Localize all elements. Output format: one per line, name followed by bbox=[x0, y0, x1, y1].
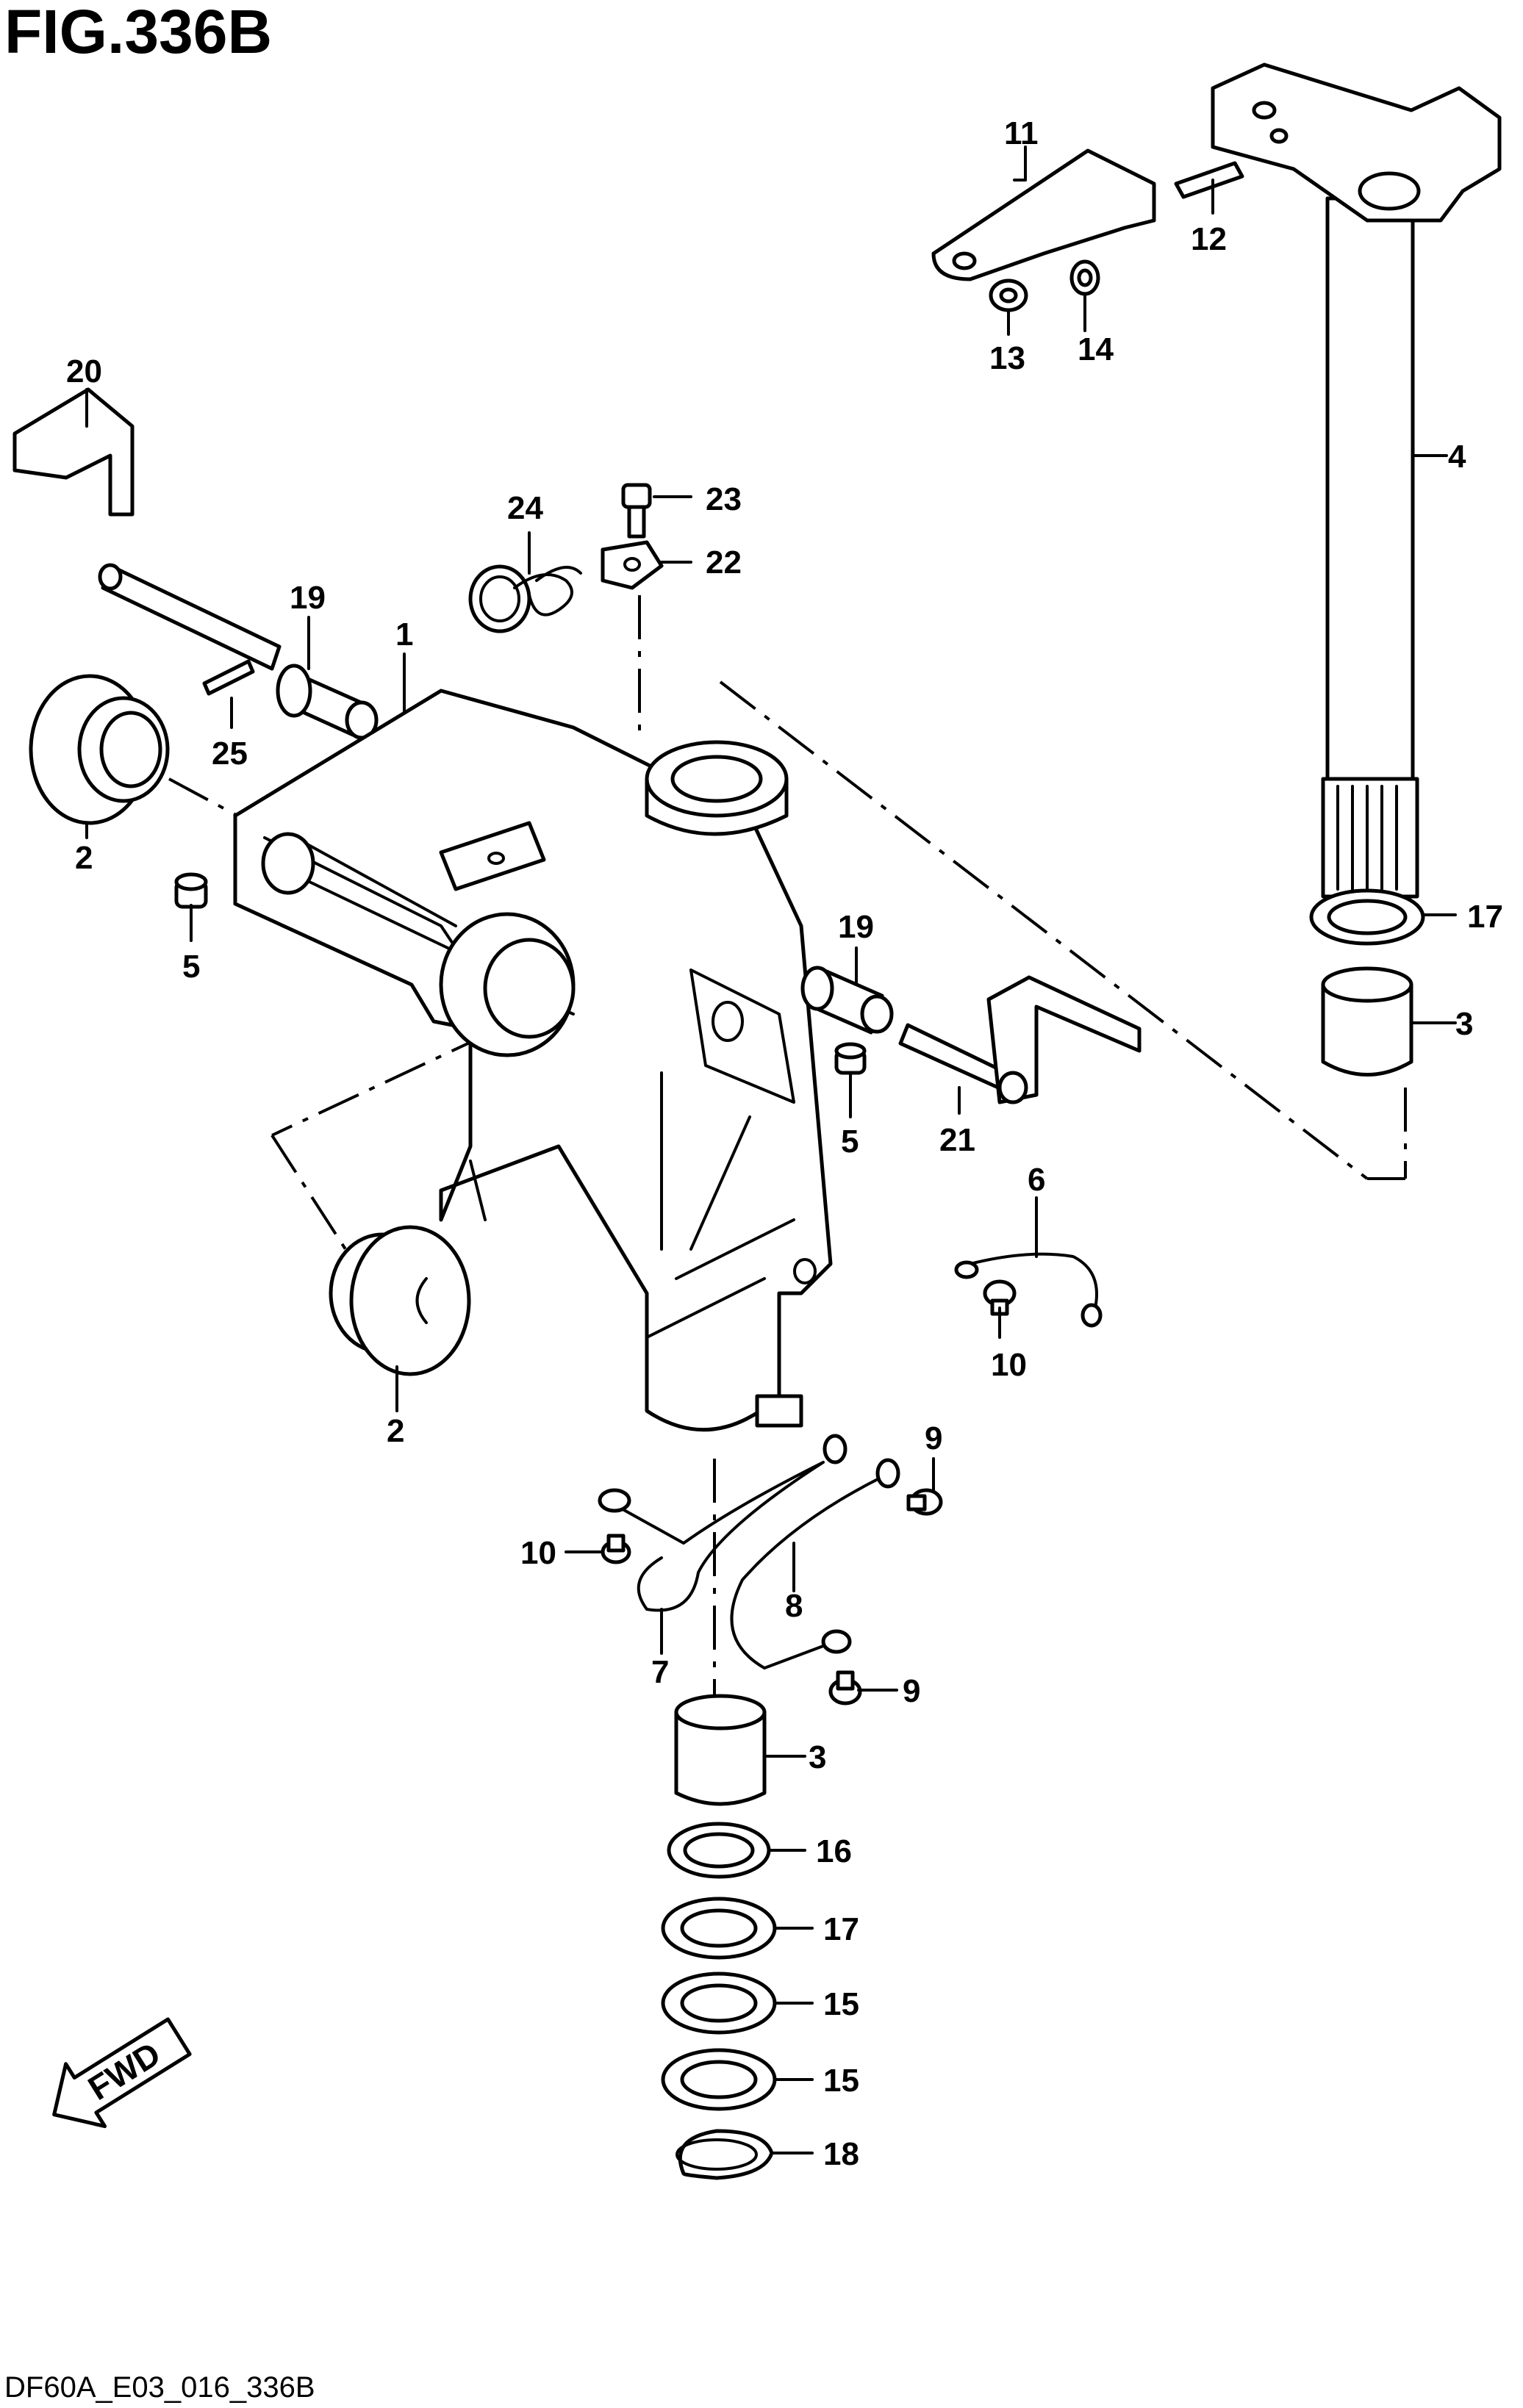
callout-10-right: 10 bbox=[991, 1347, 1027, 1383]
callout-5-right: 5 bbox=[841, 1124, 859, 1160]
callout-8: 8 bbox=[785, 1588, 803, 1624]
part-19-bushing-left bbox=[276, 664, 379, 740]
part-2-cap-lower bbox=[329, 1225, 471, 1376]
callout-6: 6 bbox=[1028, 1162, 1045, 1198]
callout-24: 24 bbox=[507, 490, 543, 526]
leader-lines bbox=[85, 145, 1457, 2154]
callouts: 1 2 2 3 3 4 5 5 6 7 8 9 9 10 10 11 12 13… bbox=[66, 115, 1503, 2172]
callout-9-lower: 9 bbox=[903, 1673, 920, 1709]
part-9-bolt-lower bbox=[828, 1670, 862, 1706]
callout-21: 21 bbox=[939, 1122, 975, 1158]
part-1-swivel-bracket bbox=[233, 689, 833, 1432]
callout-2-lower: 2 bbox=[387, 1413, 404, 1449]
callout-12: 12 bbox=[1191, 221, 1227, 257]
callout-22: 22 bbox=[706, 545, 742, 581]
part-10-bolt-lower bbox=[601, 1534, 631, 1564]
callout-3-lower: 3 bbox=[809, 1739, 826, 1775]
callout-1: 1 bbox=[395, 617, 413, 653]
callout-11: 11 bbox=[1004, 115, 1039, 151]
part-25-pin bbox=[202, 659, 255, 696]
callout-15-upper: 15 bbox=[823, 1986, 859, 2022]
part-11-plate bbox=[931, 148, 1156, 281]
callout-17-upper: 17 bbox=[1467, 899, 1503, 935]
part-24-spring bbox=[468, 564, 582, 633]
callout-3-upper: 3 bbox=[1455, 1006, 1473, 1042]
callout-18: 18 bbox=[823, 2136, 859, 2172]
part-13-nut bbox=[989, 278, 1028, 312]
part-14-washer bbox=[1069, 259, 1100, 296]
callout-7: 7 bbox=[651, 1654, 669, 1690]
callout-2-upper: 2 bbox=[75, 840, 93, 876]
part-7-wire bbox=[598, 1434, 847, 1612]
callout-16: 16 bbox=[816, 1833, 852, 1869]
callout-14: 14 bbox=[1078, 331, 1114, 367]
callout-19-right: 19 bbox=[838, 909, 874, 945]
part-3-bushing-lower bbox=[674, 1694, 767, 1806]
callout-9-upper: 9 bbox=[925, 1420, 942, 1456]
part-12-stud bbox=[1174, 161, 1244, 199]
part-15-washer-upper bbox=[661, 1972, 777, 2035]
callout-10-left: 10 bbox=[520, 1535, 556, 1571]
part-18-snap-ring bbox=[676, 2129, 774, 2180]
part-17-washer-top bbox=[1309, 888, 1425, 946]
part-16-washer bbox=[667, 1822, 771, 1879]
part-22-clip bbox=[601, 540, 664, 590]
callout-23: 23 bbox=[706, 481, 742, 517]
callout-25: 25 bbox=[212, 736, 248, 772]
callout-17-lower: 17 bbox=[823, 1911, 859, 1947]
part-9-bolt-upper bbox=[906, 1488, 943, 1516]
part-6-wire bbox=[954, 1252, 1103, 1328]
part-21-lever bbox=[898, 975, 1142, 1104]
part-20-lever bbox=[12, 387, 282, 671]
callout-13: 13 bbox=[989, 340, 1025, 376]
part-5-nipple-right bbox=[834, 1042, 867, 1075]
part-17-washer-lower bbox=[661, 1897, 777, 1960]
part-5-nipple-left bbox=[174, 872, 208, 909]
callout-5-left: 5 bbox=[182, 949, 200, 985]
part-4-steering-shaft bbox=[1211, 62, 1502, 899]
part-8-wire bbox=[730, 1458, 900, 1670]
callout-19-left: 19 bbox=[290, 580, 326, 616]
figure-code: DF60A_E03_016_336B bbox=[4, 2371, 315, 2404]
part-19-bushing-right bbox=[800, 966, 894, 1035]
fwd-arrow-icon: FWD bbox=[52, 2017, 192, 2129]
part-2-cap-upper bbox=[29, 674, 170, 825]
callout-15-lower: 15 bbox=[823, 2063, 859, 2099]
callout-20: 20 bbox=[66, 353, 102, 389]
part-23-bolt bbox=[621, 483, 652, 539]
part-3-bushing-top bbox=[1321, 966, 1413, 1077]
part-15-washer-lower bbox=[661, 2048, 777, 2111]
figure-title: FIG.336B bbox=[4, 0, 272, 66]
callout-4: 4 bbox=[1448, 439, 1466, 475]
